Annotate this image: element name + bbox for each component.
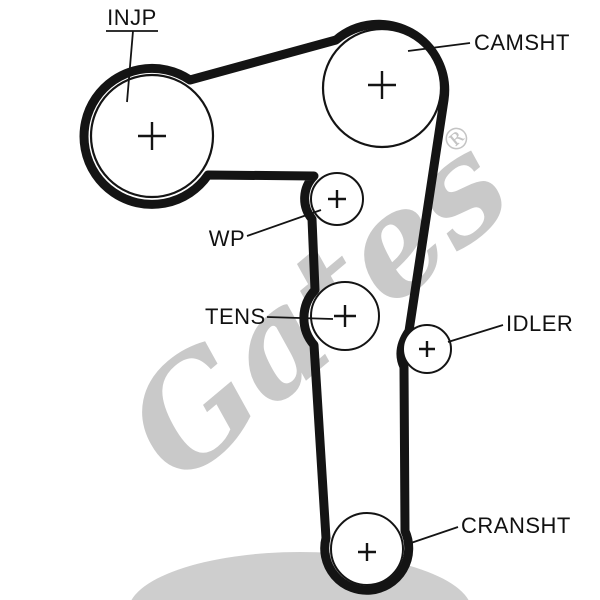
wp-center-plus-icon bbox=[328, 190, 346, 208]
injp-leader-line bbox=[106, 30, 158, 103]
camsht-center-plus-icon bbox=[368, 71, 396, 99]
timing-belt-path bbox=[79, 19, 450, 595]
gates-oval-watermark bbox=[131, 552, 469, 600]
cransht-leader-line bbox=[404, 526, 459, 546]
tens-label: TENS bbox=[205, 304, 266, 329]
tens-center-plus-icon bbox=[334, 305, 356, 327]
wp-label: WP bbox=[209, 226, 245, 251]
camsht-label: CAMSHT bbox=[474, 30, 570, 55]
tens-leader-line bbox=[266, 316, 334, 320]
idler-leader-line bbox=[447, 324, 504, 343]
cransht-label: CRANSHT bbox=[461, 513, 571, 538]
injp-label: INJP bbox=[107, 5, 157, 30]
idler-center-plus-icon bbox=[419, 341, 435, 357]
idler-label: IDLER bbox=[506, 311, 573, 336]
cransht-center-plus-icon bbox=[358, 543, 376, 561]
wp-leader-line bbox=[246, 209, 322, 237]
injp-center-plus-icon bbox=[138, 122, 166, 150]
camsht-leader-line bbox=[407, 42, 471, 52]
